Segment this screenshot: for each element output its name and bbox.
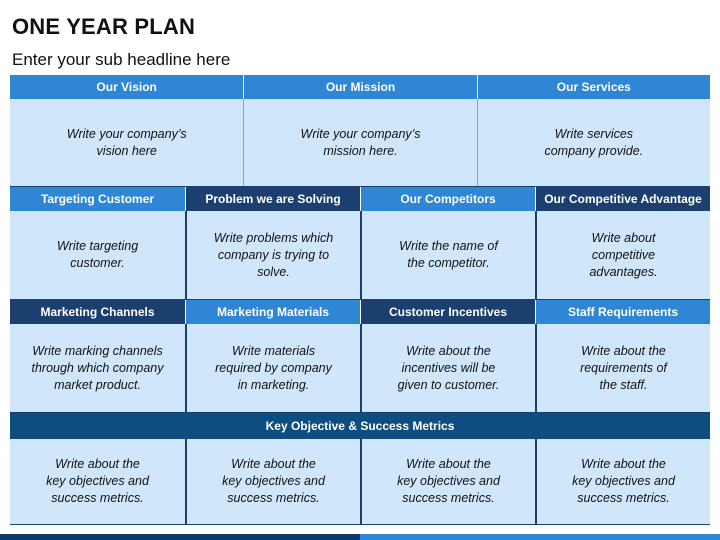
cell-competitors: Write the name of the competitor. <box>360 211 535 299</box>
cell-marketing-materials: Write materials required by company in m… <box>185 324 360 412</box>
header-targeting-customer: Targeting Customer <box>10 187 185 211</box>
header-our-services: Our Services <box>476 75 710 99</box>
cell-key-objective-2: Write about the key objectives and succe… <box>185 439 360 524</box>
footer-accent-bar <box>0 534 720 540</box>
header-competitive-advantage: Our Competitive Advantage <box>535 187 710 211</box>
footer-accent-dark <box>0 534 360 540</box>
cell-services: Write services company provide. <box>476 99 710 186</box>
header-marketing-channels: Marketing Channels <box>10 300 185 324</box>
row3-body: Write marking channels through which com… <box>10 324 710 413</box>
page-title: ONE YEAR PLAN <box>12 14 196 39</box>
row4-header-bar: Key Objective & Success Metrics <box>10 413 710 439</box>
cell-marketing-channels: Write marking channels through which com… <box>31 343 164 392</box>
cell-key-objective-4: Write about the key objectives and succe… <box>535 439 710 524</box>
cell-key-objective-3: Write about the key objectives and succe… <box>360 439 535 524</box>
header-our-vision: Our Vision <box>96 80 157 94</box>
header-our-mission: Our Mission <box>243 75 476 99</box>
cell-problem-solving: Write problems which company is trying t… <box>185 211 360 299</box>
row4-body: Write about the key objectives and succe… <box>10 439 710 525</box>
row3-header-bar: Marketing Channels Marketing Materials C… <box>10 300 710 324</box>
cell-mission: Write your company’s mission here. <box>243 99 476 186</box>
row1-header-bar: Our Vision Our Mission Our Services <box>10 75 710 99</box>
cell-customer-incentives: Write about the incentives will be given… <box>360 324 535 412</box>
page-subtitle: Enter your sub headline here <box>12 50 231 69</box>
plan-board: Our Vision Our Mission Our Services Writ… <box>10 75 710 525</box>
header-staff-requirements: Staff Requirements <box>535 300 710 324</box>
row1-body: Write your company’s vision here Write y… <box>10 99 710 187</box>
cell-vision: Write your company’s vision here <box>66 126 187 158</box>
cell-targeting-customer: Write targeting customer. <box>56 239 139 270</box>
cell-staff-requirements: Write about the requirements of the staf… <box>535 324 710 412</box>
header-our-competitors: Our Competitors <box>360 187 535 211</box>
header-problem-solving: Problem we are Solving <box>185 187 360 211</box>
footer-accent-light <box>360 534 720 540</box>
cell-key-objective-1: Write about the key objectives and succe… <box>46 457 149 505</box>
cell-competitive-advantage: Write about competitive advantages. <box>535 211 710 299</box>
header-key-objective: Key Objective & Success Metrics <box>265 419 455 433</box>
row2-header-bar: Targeting Customer Problem we are Solvin… <box>10 187 710 211</box>
header-marketing-materials: Marketing Materials <box>185 300 360 324</box>
header-customer-incentives: Customer Incentives <box>360 300 535 324</box>
row2-body: Write targeting customer. Write problems… <box>10 211 710 300</box>
